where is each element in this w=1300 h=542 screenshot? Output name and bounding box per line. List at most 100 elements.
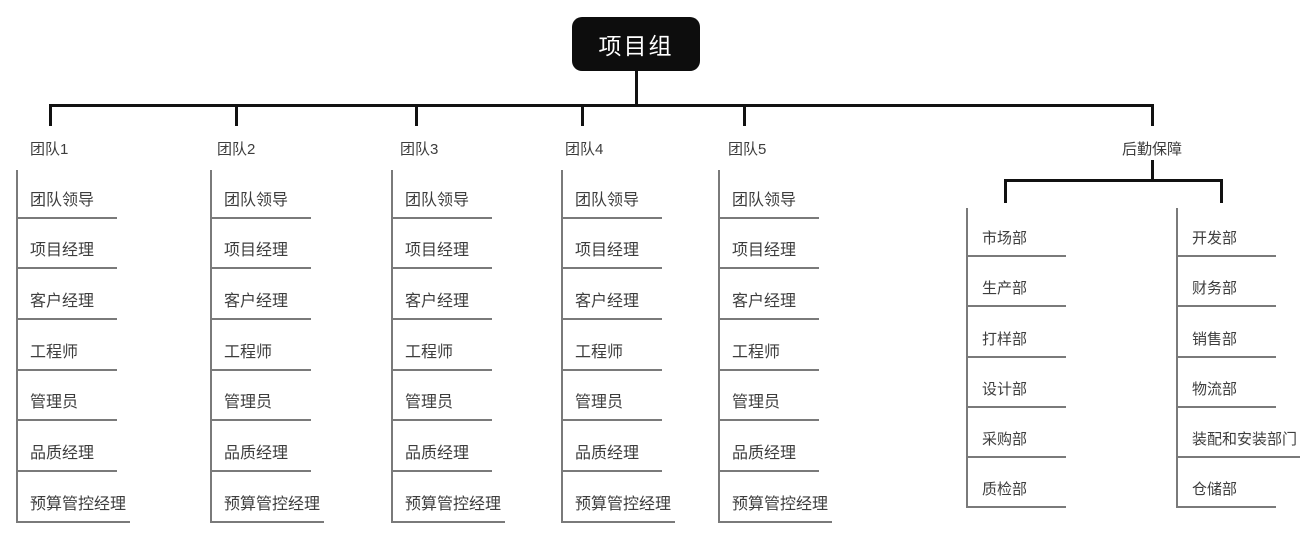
role-item: 管理员 [561, 371, 662, 422]
role-label: 工程师 [224, 343, 273, 361]
role-item: 预算管控经理 [210, 472, 325, 523]
role-label: 预算管控经理 [405, 495, 502, 513]
dept-right-list: 开发部 财务部 销售部 物流部 装配和安装部门 仓储部 [1176, 207, 1300, 509]
label-team-1: 团队1 [30, 141, 69, 158]
role-label: 项目经理 [732, 242, 797, 260]
connector-drop-team2 [235, 104, 238, 126]
role-item: 客户经理 [16, 269, 117, 321]
dept-item: 物流部 [1176, 358, 1276, 408]
role-item: 品质经理 [391, 421, 492, 473]
connector-logistics-label-drop [1151, 160, 1154, 181]
connector-drop-team1 [49, 104, 52, 126]
role-label: 客户经理 [575, 293, 640, 311]
role-label: 项目经理 [405, 242, 470, 260]
dept-label: 打样部 [982, 330, 1028, 348]
team4-role-list: 团队领导 项目经理 客户经理 工程师 管理员 品质经理 预算管控经理 [561, 168, 676, 523]
dept-item: 设计部 [966, 358, 1066, 408]
role-item: 项目经理 [561, 219, 662, 270]
role-label: 品质经理 [732, 445, 797, 463]
role-item: 预算管控经理 [391, 472, 506, 523]
dept-label: 仓储部 [1192, 481, 1238, 499]
role-label: 工程师 [30, 343, 79, 361]
dept-item: 市场部 [966, 207, 1066, 258]
role-label: 品质经理 [30, 445, 95, 463]
role-item: 项目经理 [391, 219, 492, 270]
role-label: 管理员 [30, 394, 79, 412]
role-label: 团队领导 [732, 191, 797, 209]
dept-left-list: 市场部 生产部 打样部 设计部 采购部 质检部 [966, 207, 1066, 509]
dept-label: 财务部 [1192, 280, 1238, 298]
role-label: 团队领导 [405, 191, 470, 209]
role-item: 品质经理 [718, 421, 819, 473]
role-label: 客户经理 [732, 293, 797, 311]
role-label: 预算管控经理 [30, 495, 127, 513]
role-label: 品质经理 [405, 445, 470, 463]
dept-label: 开发部 [1192, 230, 1238, 248]
role-label: 项目经理 [224, 242, 289, 260]
dept-item: 财务部 [1176, 257, 1276, 308]
team5-spine [718, 170, 720, 523]
connector-drop-dept-left [1004, 179, 1007, 203]
role-label: 项目经理 [30, 242, 95, 260]
role-label: 客户经理 [405, 293, 470, 311]
role-label: 预算管控经理 [732, 495, 829, 513]
role-item: 预算管控经理 [16, 472, 131, 523]
dept-label: 设计部 [982, 380, 1028, 398]
label-team-5: 团队5 [728, 141, 767, 158]
connector-drop-dept-right [1220, 179, 1223, 203]
dept-item: 开发部 [1176, 207, 1276, 258]
role-label: 团队领导 [30, 191, 95, 209]
role-item: 工程师 [391, 320, 492, 371]
role-item: 项目经理 [16, 219, 117, 270]
role-label: 预算管控经理 [575, 495, 672, 513]
role-label: 团队领导 [224, 191, 289, 209]
role-item: 团队领导 [391, 168, 492, 219]
role-label: 管理员 [224, 394, 273, 412]
label-team-3: 团队3 [400, 141, 439, 158]
team2-spine [210, 170, 212, 523]
dept-item: 销售部 [1176, 307, 1276, 358]
dept-right-spine [1176, 208, 1178, 508]
dept-item: 打样部 [966, 307, 1066, 358]
dept-item: 仓储部 [1176, 458, 1276, 509]
connector-main-horizontal [49, 104, 1154, 107]
role-item: 客户经理 [391, 269, 492, 321]
role-item: 预算管控经理 [561, 472, 676, 523]
team4-spine [561, 170, 563, 523]
role-item: 预算管控经理 [718, 472, 833, 523]
dept-label: 装配和安装部门 [1192, 430, 1298, 448]
role-item: 团队领导 [718, 168, 819, 219]
dept-label: 采购部 [982, 430, 1028, 448]
dept-label: 销售部 [1192, 330, 1238, 348]
role-label: 工程师 [732, 343, 781, 361]
role-item: 工程师 [561, 320, 662, 371]
role-item: 品质经理 [210, 421, 311, 473]
dept-item: 装配和安装部门 [1176, 408, 1300, 458]
role-item: 管理员 [391, 371, 492, 422]
role-item: 团队领导 [210, 168, 311, 219]
dept-label: 市场部 [982, 230, 1028, 248]
dept-item: 质检部 [966, 458, 1066, 509]
team3-role-list: 团队领导 项目经理 客户经理 工程师 管理员 品质经理 预算管控经理 [391, 168, 506, 523]
role-item: 管理员 [718, 371, 819, 422]
team5-role-list: 团队领导 项目经理 客户经理 工程师 管理员 品质经理 预算管控经理 [718, 168, 833, 523]
role-label: 工程师 [575, 343, 624, 361]
role-label: 品质经理 [224, 445, 289, 463]
label-logistics: 后勤保障 [1122, 141, 1183, 158]
role-label: 客户经理 [30, 293, 95, 311]
role-label: 预算管控经理 [224, 495, 321, 513]
connector-root-drop [635, 71, 638, 106]
role-item: 品质经理 [561, 421, 662, 473]
role-label: 工程师 [405, 343, 454, 361]
role-label: 管理员 [405, 394, 454, 412]
root-node-label: 项目组 [598, 33, 674, 59]
connector-drop-team3 [415, 104, 418, 126]
connector-drop-team4 [581, 104, 584, 126]
role-item: 客户经理 [718, 269, 819, 321]
connector-drop-team5 [743, 104, 746, 126]
role-item: 客户经理 [210, 269, 311, 321]
team3-spine [391, 170, 393, 523]
role-item: 工程师 [16, 320, 117, 371]
dept-item: 采购部 [966, 408, 1066, 458]
